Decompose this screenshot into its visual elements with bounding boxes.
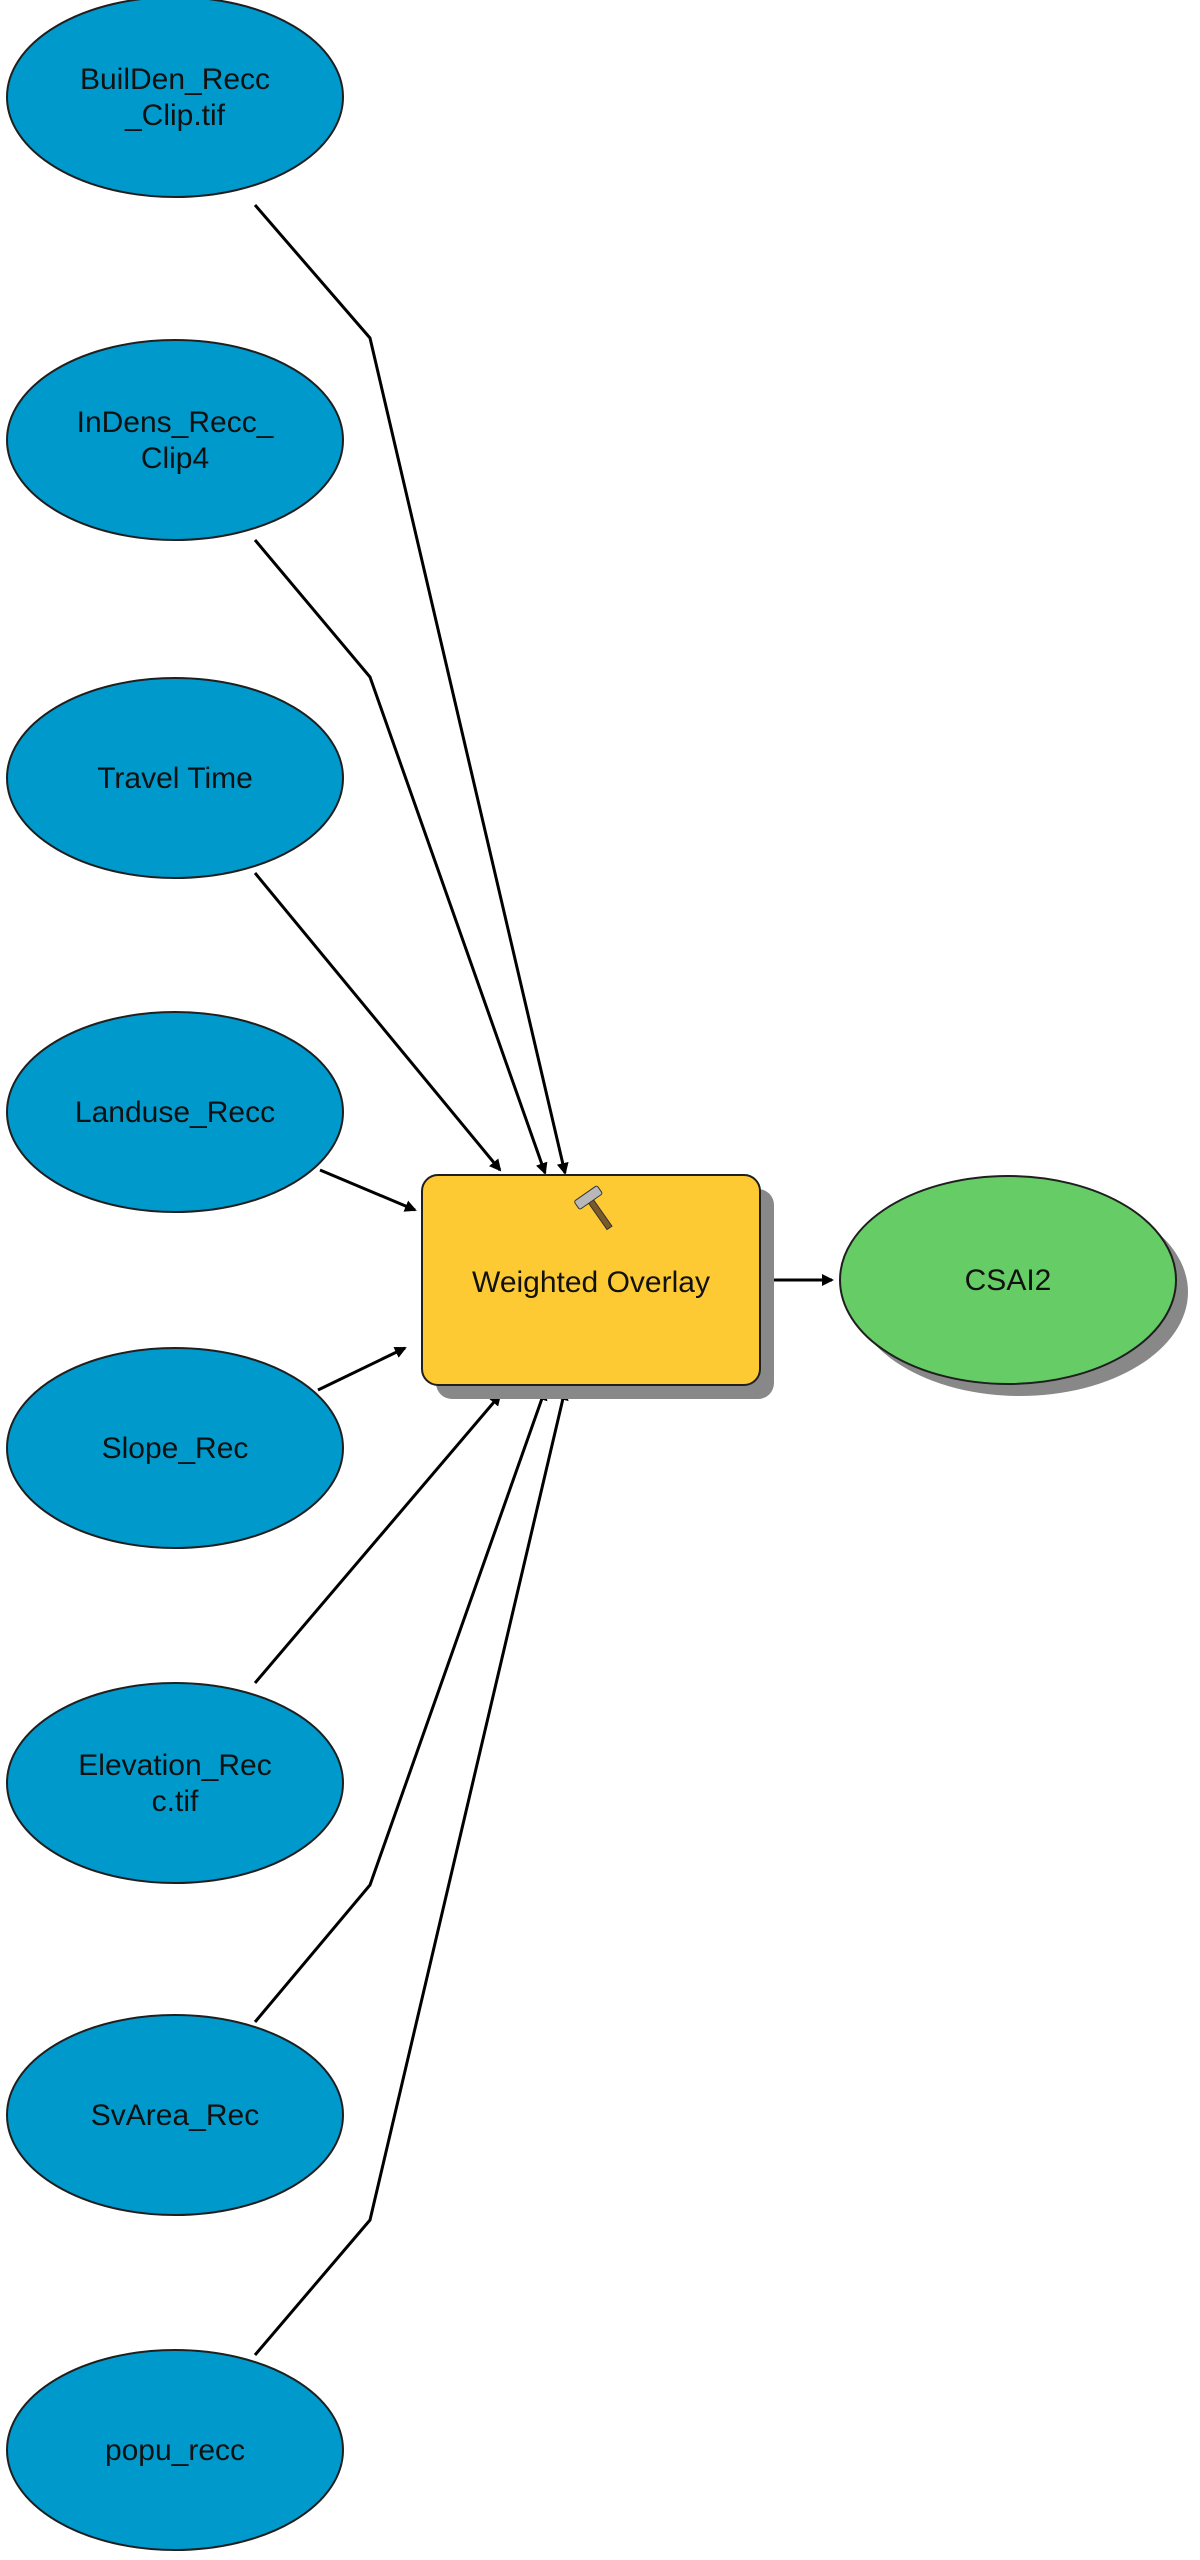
input-ellipse (6, 339, 344, 541)
input-ellipse (6, 677, 344, 879)
connector-slope-rec (317, 1346, 407, 1392)
input-label: popu_recc (105, 2434, 245, 2467)
input-label-line-2: _Clip.tif (124, 99, 226, 132)
input-label-line-1: Elevation_Rec (78, 1749, 271, 1782)
output-node-csai2[interactable]: CSAI2 (839, 1175, 1188, 1396)
tool-label: Weighted Overlay (472, 1266, 710, 1299)
input-node-svarea-rec[interactable]: SvArea_Rec (6, 2014, 344, 2216)
input-ellipse (6, 1347, 344, 1549)
output-label: CSAI2 (965, 1264, 1052, 1297)
connector-landuse-recc (319, 1168, 417, 1212)
input-label: Slope_Rec (102, 1432, 249, 1465)
input-label: SvArea_Rec (91, 2099, 259, 2132)
input-ellipse (6, 1682, 344, 1884)
input-node-popu-recc[interactable]: popu_recc (6, 2349, 344, 2551)
connector-layer (253, 204, 834, 2356)
hammer-icon (574, 1185, 613, 1231)
input-label-line-2: c.tif (152, 1785, 199, 1818)
connector-popu-recc (253, 1388, 569, 2356)
connector-builden-recc-clip (253, 204, 569, 1175)
connector-svarea-rec (253, 1388, 548, 2023)
input-ellipse (6, 0, 344, 198)
input-node-landuse-recc[interactable]: Landuse_Recc (6, 1011, 344, 1213)
input-ellipse (6, 2349, 344, 2551)
input-ellipse (6, 1011, 344, 1213)
input-label-line-1: BuilDen_Recc (80, 63, 270, 96)
input-node-slope-rec[interactable]: Slope_Rec (6, 1347, 344, 1549)
input-label: Travel Time (97, 762, 253, 795)
node-layer: BuilDen_Recc_Clip.tifInDens_Recc_Clip4Tr… (6, 0, 1188, 2551)
input-label-line-1: InDens_Recc_ (77, 406, 275, 439)
input-node-elevation-recc[interactable]: Elevation_Recc.tif (6, 1682, 344, 1884)
input-label: Landuse_Recc (75, 1096, 275, 1129)
input-label-line-2: Clip4 (141, 442, 209, 475)
input-node-indens-recc-clip4[interactable]: InDens_Recc_Clip4 (6, 339, 344, 541)
tool-node-weighted-overlay[interactable]: Weighted Overlay (421, 1174, 774, 1399)
output-ellipse (839, 1175, 1177, 1385)
input-node-builden-recc-clip[interactable]: BuilDen_Recc_Clip.tif (6, 0, 344, 198)
connector-travel-time (253, 872, 502, 1172)
input-ellipse (6, 2014, 344, 2216)
connector-indens-recc-clip4 (253, 539, 548, 1175)
tool-box (421, 1174, 761, 1386)
connector-elevation-recc (253, 1393, 502, 1684)
input-node-travel-time[interactable]: Travel Time (6, 677, 344, 879)
